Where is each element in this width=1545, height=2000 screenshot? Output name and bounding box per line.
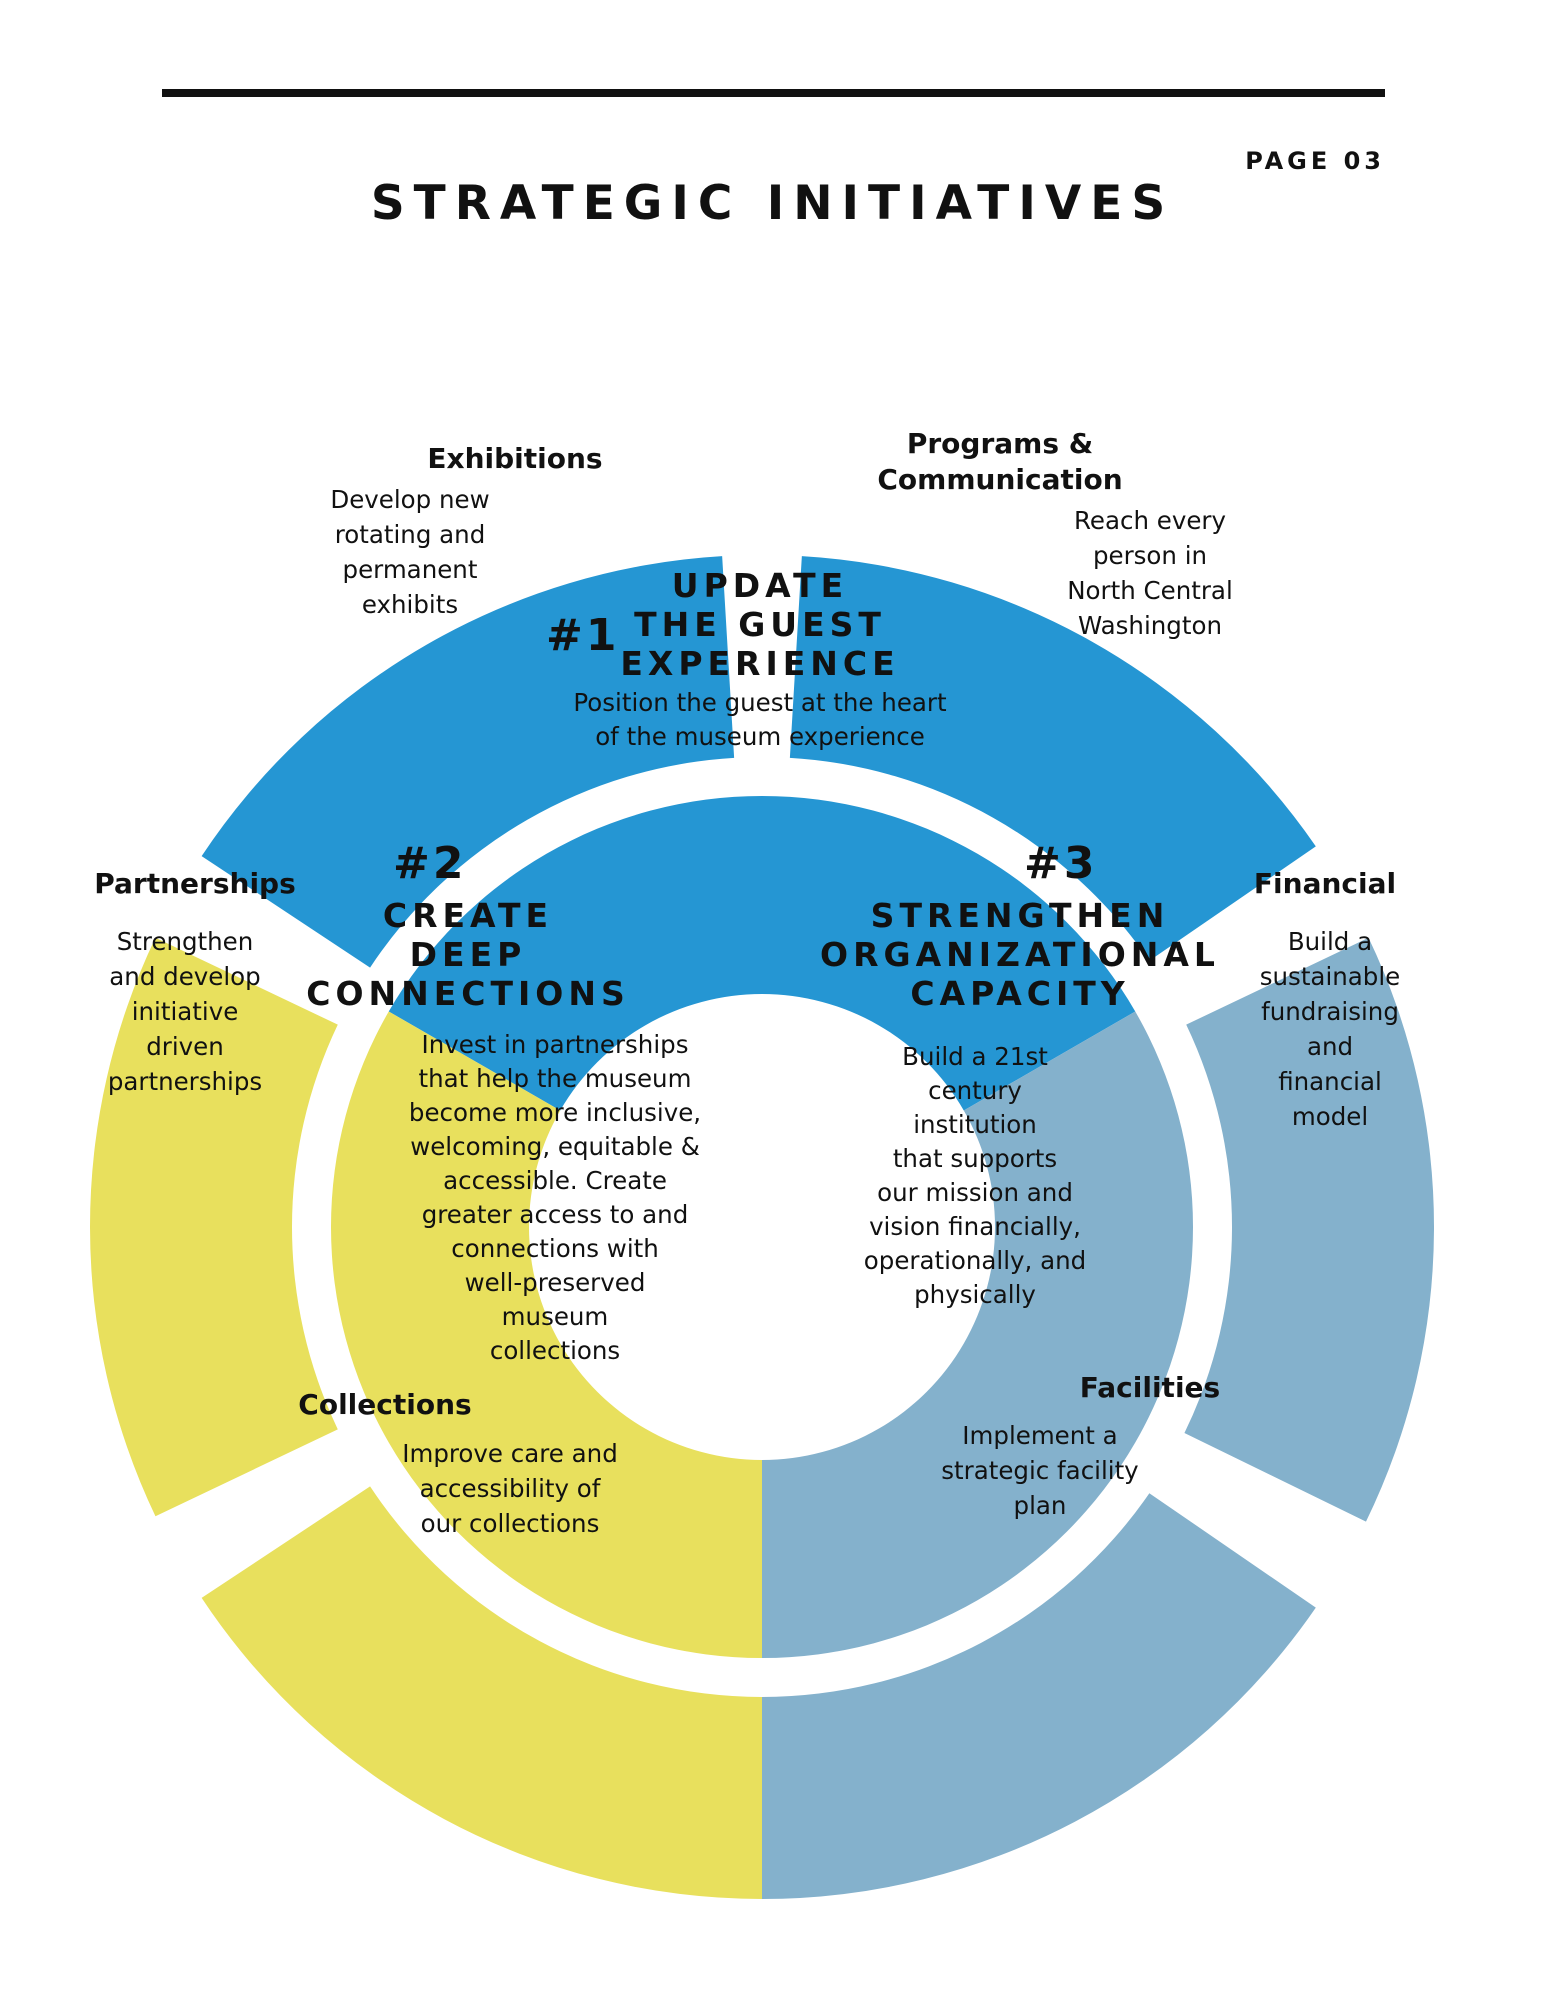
partnerships-description: Strengthen and develop initiative driven… bbox=[107, 927, 263, 1096]
core-2-segment bbox=[331, 1011, 762, 1658]
exhibitions-segment bbox=[201, 556, 735, 968]
facilities-segment bbox=[762, 1493, 1316, 1899]
core-1-segment bbox=[388, 796, 1136, 1111]
partnerships-title: Partnerships bbox=[94, 867, 296, 900]
core-1-description: Position the guest at the heart of the m… bbox=[573, 688, 947, 751]
collections-title: Collections bbox=[298, 1388, 472, 1421]
outer-ring bbox=[90, 556, 1434, 1899]
financial-title: Financial bbox=[1253, 867, 1397, 900]
collections-description: Improve care and accessibility of our co… bbox=[402, 1439, 618, 1538]
exhibitions-title: Exhibitions bbox=[427, 442, 603, 475]
core-3-description: Build a 21st century institution that su… bbox=[863, 1042, 1087, 1309]
top-rule bbox=[162, 89, 1385, 97]
exhibitions-description: Develop new rotating and permanent exhib… bbox=[330, 485, 490, 619]
partnerships-segment bbox=[90, 937, 338, 1517]
page-number: PAGE 03 bbox=[1245, 147, 1385, 175]
core-3-number: #3 bbox=[1024, 838, 1098, 889]
page-title: STRATEGIC INITIATIVES bbox=[370, 176, 1175, 231]
programs-communication-description: Reach every person in North Central Wash… bbox=[1067, 506, 1233, 640]
collections-segment bbox=[201, 1486, 762, 1899]
core-2-number: #2 bbox=[393, 838, 467, 889]
financial-description: Build a sustainable fundraising and fina… bbox=[1259, 927, 1401, 1131]
core-2-title: CREATE DEEP CONNECTIONS bbox=[306, 896, 630, 1013]
core-3-segment bbox=[762, 1011, 1193, 1658]
programs-communication-segment bbox=[789, 556, 1316, 961]
facilities-description: Implement a strategic facility plan bbox=[941, 1421, 1139, 1520]
core-1-title: UPDATE THE GUEST EXPERIENCE bbox=[620, 566, 900, 683]
programs-communication-title: Programs & Communication bbox=[877, 427, 1123, 496]
financial-segment bbox=[1184, 937, 1434, 1522]
core-2-description: Invest in partnerships that help the mus… bbox=[408, 1030, 702, 1365]
facilities-title: Facilities bbox=[1079, 1371, 1221, 1404]
core-1-number: #1 bbox=[546, 610, 620, 661]
core-3-title: STRENGTHEN ORGANIZATIONAL CAPACITY bbox=[820, 896, 1220, 1013]
inner-ring bbox=[331, 796, 1193, 1658]
